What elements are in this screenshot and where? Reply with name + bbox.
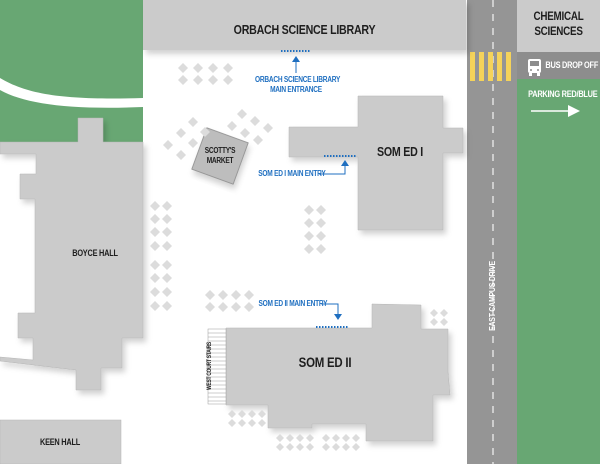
chemical-sciences-label-line1: CHEMICAL [533, 9, 584, 23]
paver-group-west-column [150, 201, 172, 311]
bus-drop-off-label: BUS DROP OFF [545, 60, 599, 70]
arrow-up-icon [341, 160, 349, 166]
orbach-entry-label-line2: MAIN ENTRANCE [270, 85, 322, 94]
keen-hall-building[interactable] [0, 419, 122, 464]
orbach-entry-marker[interactable] [281, 50, 311, 73]
arrow-up-icon [292, 56, 300, 62]
paver-group-orbach [178, 63, 233, 85]
arrow-right-icon [531, 105, 580, 117]
bus-icon [528, 59, 541, 76]
som-ed-1-entry-marker[interactable] [319, 155, 356, 175]
paver-group-som-ed-2-east [430, 309, 448, 326]
boyce-hall-label: BOYCE HALL [72, 248, 118, 258]
som-ed-2-entry-marker[interactable] [316, 303, 348, 328]
keen-hall-label: KEEN HALL [39, 437, 81, 447]
paver-group-som-ed-2-north [205, 290, 254, 312]
som-ed-1-building[interactable] [288, 95, 464, 231]
west-court-stairs-label: WEST COURT STAIRS [207, 342, 213, 390]
west-court-stairs[interactable] [207, 328, 227, 405]
parking-label: PARKING RED/BLUE [528, 89, 598, 99]
som-ed-2-entry-label: SOM ED II MAIN ENTRY [258, 299, 328, 308]
som-ed-2-building[interactable] [225, 303, 451, 442]
paver-group-scottys [163, 109, 273, 160]
paver-group-center-column [304, 205, 326, 254]
arrow-down-icon [334, 314, 342, 320]
chemical-sciences-label-line2: SCIENCES [534, 24, 583, 38]
chemical-sciences-label: CHEMICAL SCIENCES [524, 9, 592, 39]
paver-tiles [150, 63, 448, 451]
crosswalk [470, 52, 511, 81]
grass-parking-area [517, 79, 600, 464]
boyce-hall-building[interactable] [0, 117, 144, 391]
orbach-library-label: ORBACH SCIENCE LIBRARY [233, 22, 376, 37]
som-ed-1-entry-label: SOM ED I MAIN ENTRY [258, 169, 326, 178]
orbach-entry-label: ORBACH SCIENCE LIBRARY MAIN ENTRANCE [255, 75, 341, 95]
east-campus-drive-label: EAST CAMPUS DRIVE [487, 261, 497, 331]
grass-northwest [0, 0, 143, 148]
scottys-market-label: SCOTTY'S MARKET [200, 146, 239, 166]
som-ed-2-label: SOM ED II [298, 354, 352, 370]
chemical-sciences-building[interactable] [517, 0, 600, 52]
orbach-library-building[interactable] [143, 0, 466, 50]
scottys-market-label-line2: MARKET [206, 156, 234, 165]
scottys-market-building[interactable] [191, 127, 249, 185]
orbach-entry-label-line1: ORBACH SCIENCE LIBRARY [255, 75, 341, 84]
scottys-market-label-line1: SCOTTY'S [204, 146, 236, 155]
som-ed-1-label: SOM ED I [376, 144, 423, 159]
paver-group-som-ed-2-south [228, 410, 360, 451]
